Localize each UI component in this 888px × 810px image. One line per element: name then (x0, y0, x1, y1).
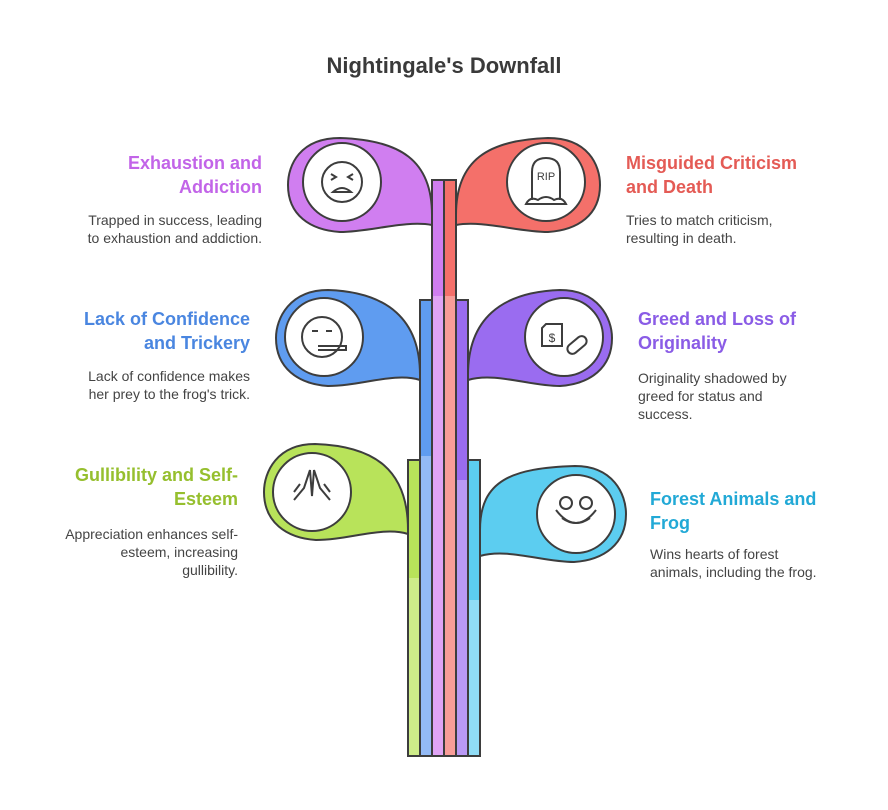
frog-face-icon (536, 474, 616, 554)
heading-forest: Forest Animals and Frog (650, 489, 817, 533)
praying-hands-icon (272, 452, 352, 532)
desc-confidence: Lack of confidence makes her prey to the… (88, 368, 250, 402)
desc-forest: Wins hearts of forest animals, including… (650, 546, 817, 580)
tired-face-icon (302, 142, 382, 222)
desc-criticism: Tries to match criticism, resulting in d… (626, 212, 773, 246)
heading-greed: Greed and Loss of Originality (638, 309, 797, 353)
desc-gullibility: Appreciation enhances self- esteem, incr… (65, 526, 238, 578)
svg-text:RIP: RIP (537, 171, 555, 183)
heading-confidence: Lack of Confidence and Trickery (83, 309, 250, 353)
money-pill-icon: $ (524, 297, 604, 377)
lying-face-icon (284, 297, 364, 377)
heading-gullibility: Gullibility and Self- Esteem (74, 465, 238, 509)
heading-exhaustion: Exhaustion and Addiction (127, 153, 262, 197)
heading-criticism: Misguided Criticism and Death (626, 153, 798, 197)
svg-text:$: $ (549, 331, 556, 345)
desc-greed: Originality shadowed by greed for status… (638, 370, 787, 422)
stems (407, 179, 481, 757)
desc-exhaustion: Trapped in success, leading to exhaustio… (87, 212, 262, 246)
page-title: Nightingale's Downfall (326, 53, 562, 78)
rip-tombstone-icon: RIP (506, 142, 586, 222)
